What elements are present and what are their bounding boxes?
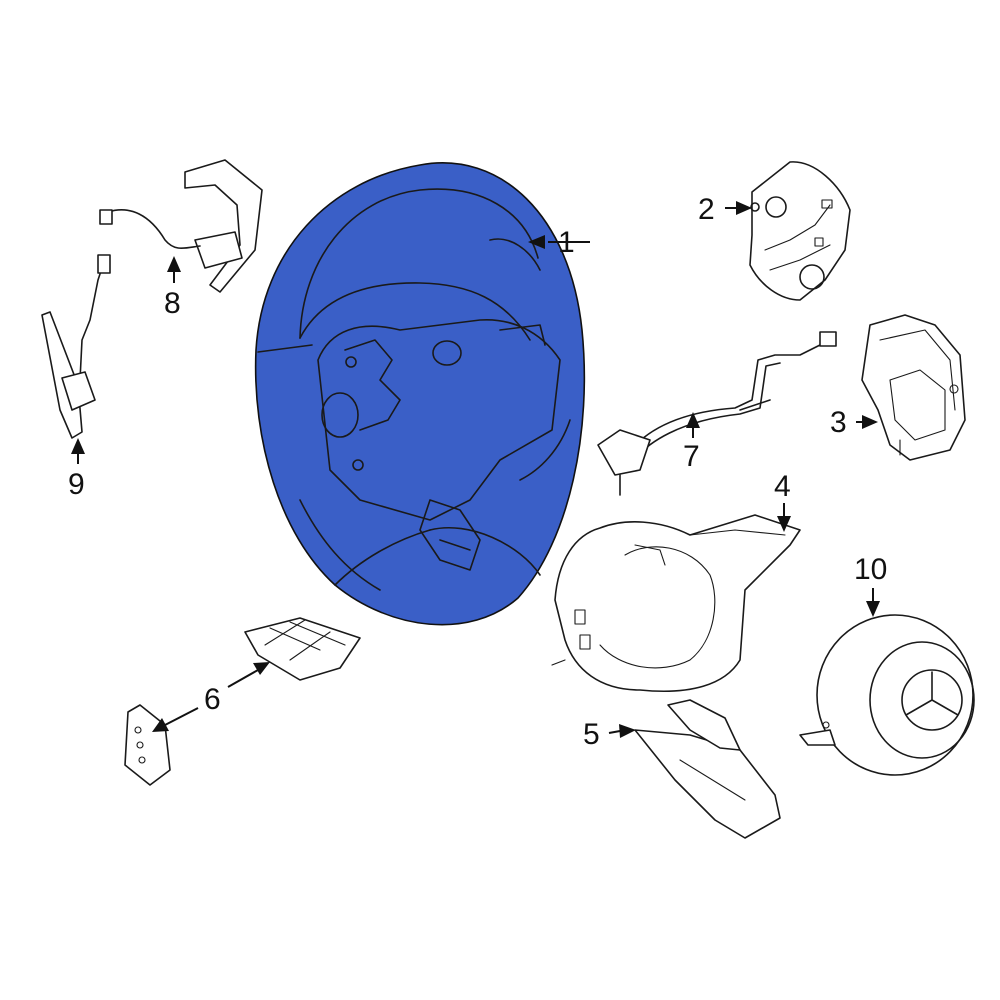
switch-panel-upper-part[interactable] [244,617,361,681]
callout-1: 1 [558,226,575,259]
callout-4: 4 [774,470,791,503]
airbag-module-part[interactable] [799,614,975,776]
sensor-module-part[interactable] [861,314,966,461]
wiring-harness-part[interactable] [597,331,837,496]
steering-wheel-part[interactable] [254,162,586,626]
callout-9: 9 [68,468,85,501]
callout-6: 6 [204,683,221,716]
shift-paddle-left-part[interactable] [41,254,111,439]
lower-trim-part[interactable] [634,699,781,839]
rear-shroud-part[interactable] [551,514,801,693]
shift-paddle-right-part[interactable] [99,159,263,293]
callout-8: 8 [164,287,181,320]
callout-5: 5 [583,718,600,751]
callout-7: 7 [683,440,700,473]
clock-spring-plate-part[interactable] [749,161,851,301]
callout-10: 10 [854,553,887,586]
callout-2: 2 [698,193,715,226]
callout-3: 3 [830,406,847,439]
switch-panel-lower-part[interactable] [124,704,171,786]
steering-wheel-rim [254,162,586,626]
